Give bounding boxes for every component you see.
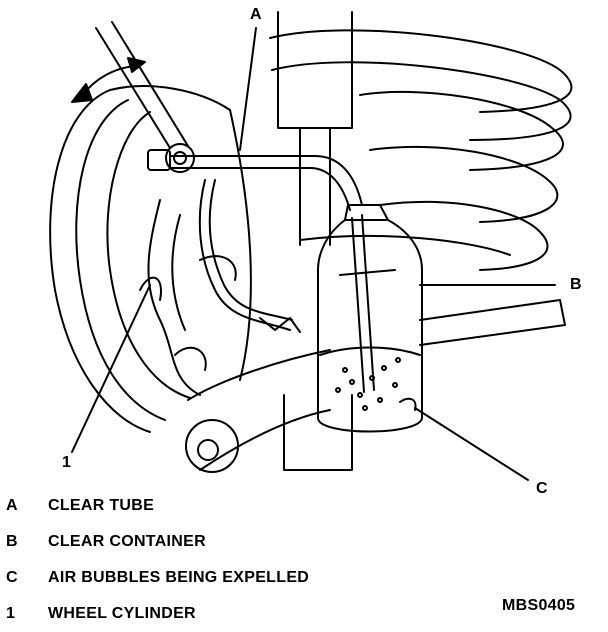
legend-key: C: [6, 569, 18, 586]
leader-c: [414, 407, 529, 481]
brake-line: [198, 179, 301, 333]
leader-lines: [71, 27, 556, 481]
legend-key: 1: [6, 605, 16, 622]
bleeder-screw: [147, 149, 171, 171]
legend-row-a: A CLEAR TUBE: [6, 488, 426, 524]
clear-container: [317, 204, 423, 433]
callout-b: B: [570, 276, 582, 293]
callout-1: 1: [62, 454, 71, 471]
legend-row-b: B CLEAR CONTAINER: [6, 524, 426, 560]
bleeder-wrench: [95, 21, 195, 173]
callout-c: C: [536, 480, 548, 497]
legend-key: B: [6, 533, 18, 550]
fluid-with-bubbles: [319, 346, 421, 411]
strut: [277, 11, 353, 471]
rotation-arrow-icon: [71, 57, 146, 103]
lower-control-arm: [187, 299, 566, 471]
legend-key: A: [6, 497, 18, 514]
leader-a: [239, 27, 257, 151]
legend-text: CLEAR CONTAINER: [48, 533, 206, 550]
coil-spring: [269, 29, 573, 271]
leader-1: [71, 284, 151, 453]
brake-drum: [49, 85, 252, 433]
legend: A CLEAR TUBE B CLEAR CONTAINER C AIR BUB…: [6, 488, 426, 632]
legend-text: AIR BUBBLES BEING EXPELLED: [48, 569, 310, 586]
clear-tube: [169, 155, 375, 393]
legend-text: WHEEL CYLINDER: [48, 605, 196, 622]
legend-row-1: 1 WHEEL CYLINDER: [6, 596, 426, 632]
wheel-cylinder: [139, 199, 237, 396]
legend-text: CLEAR TUBE: [48, 497, 155, 514]
legend-row-c: C AIR BUBBLES BEING EXPELLED: [6, 560, 426, 596]
arm-bushing: [185, 419, 239, 473]
brake-bleeding-illustration: [49, 11, 573, 481]
callout-a: A: [250, 6, 262, 23]
reference-code: MBS0405: [502, 597, 576, 614]
